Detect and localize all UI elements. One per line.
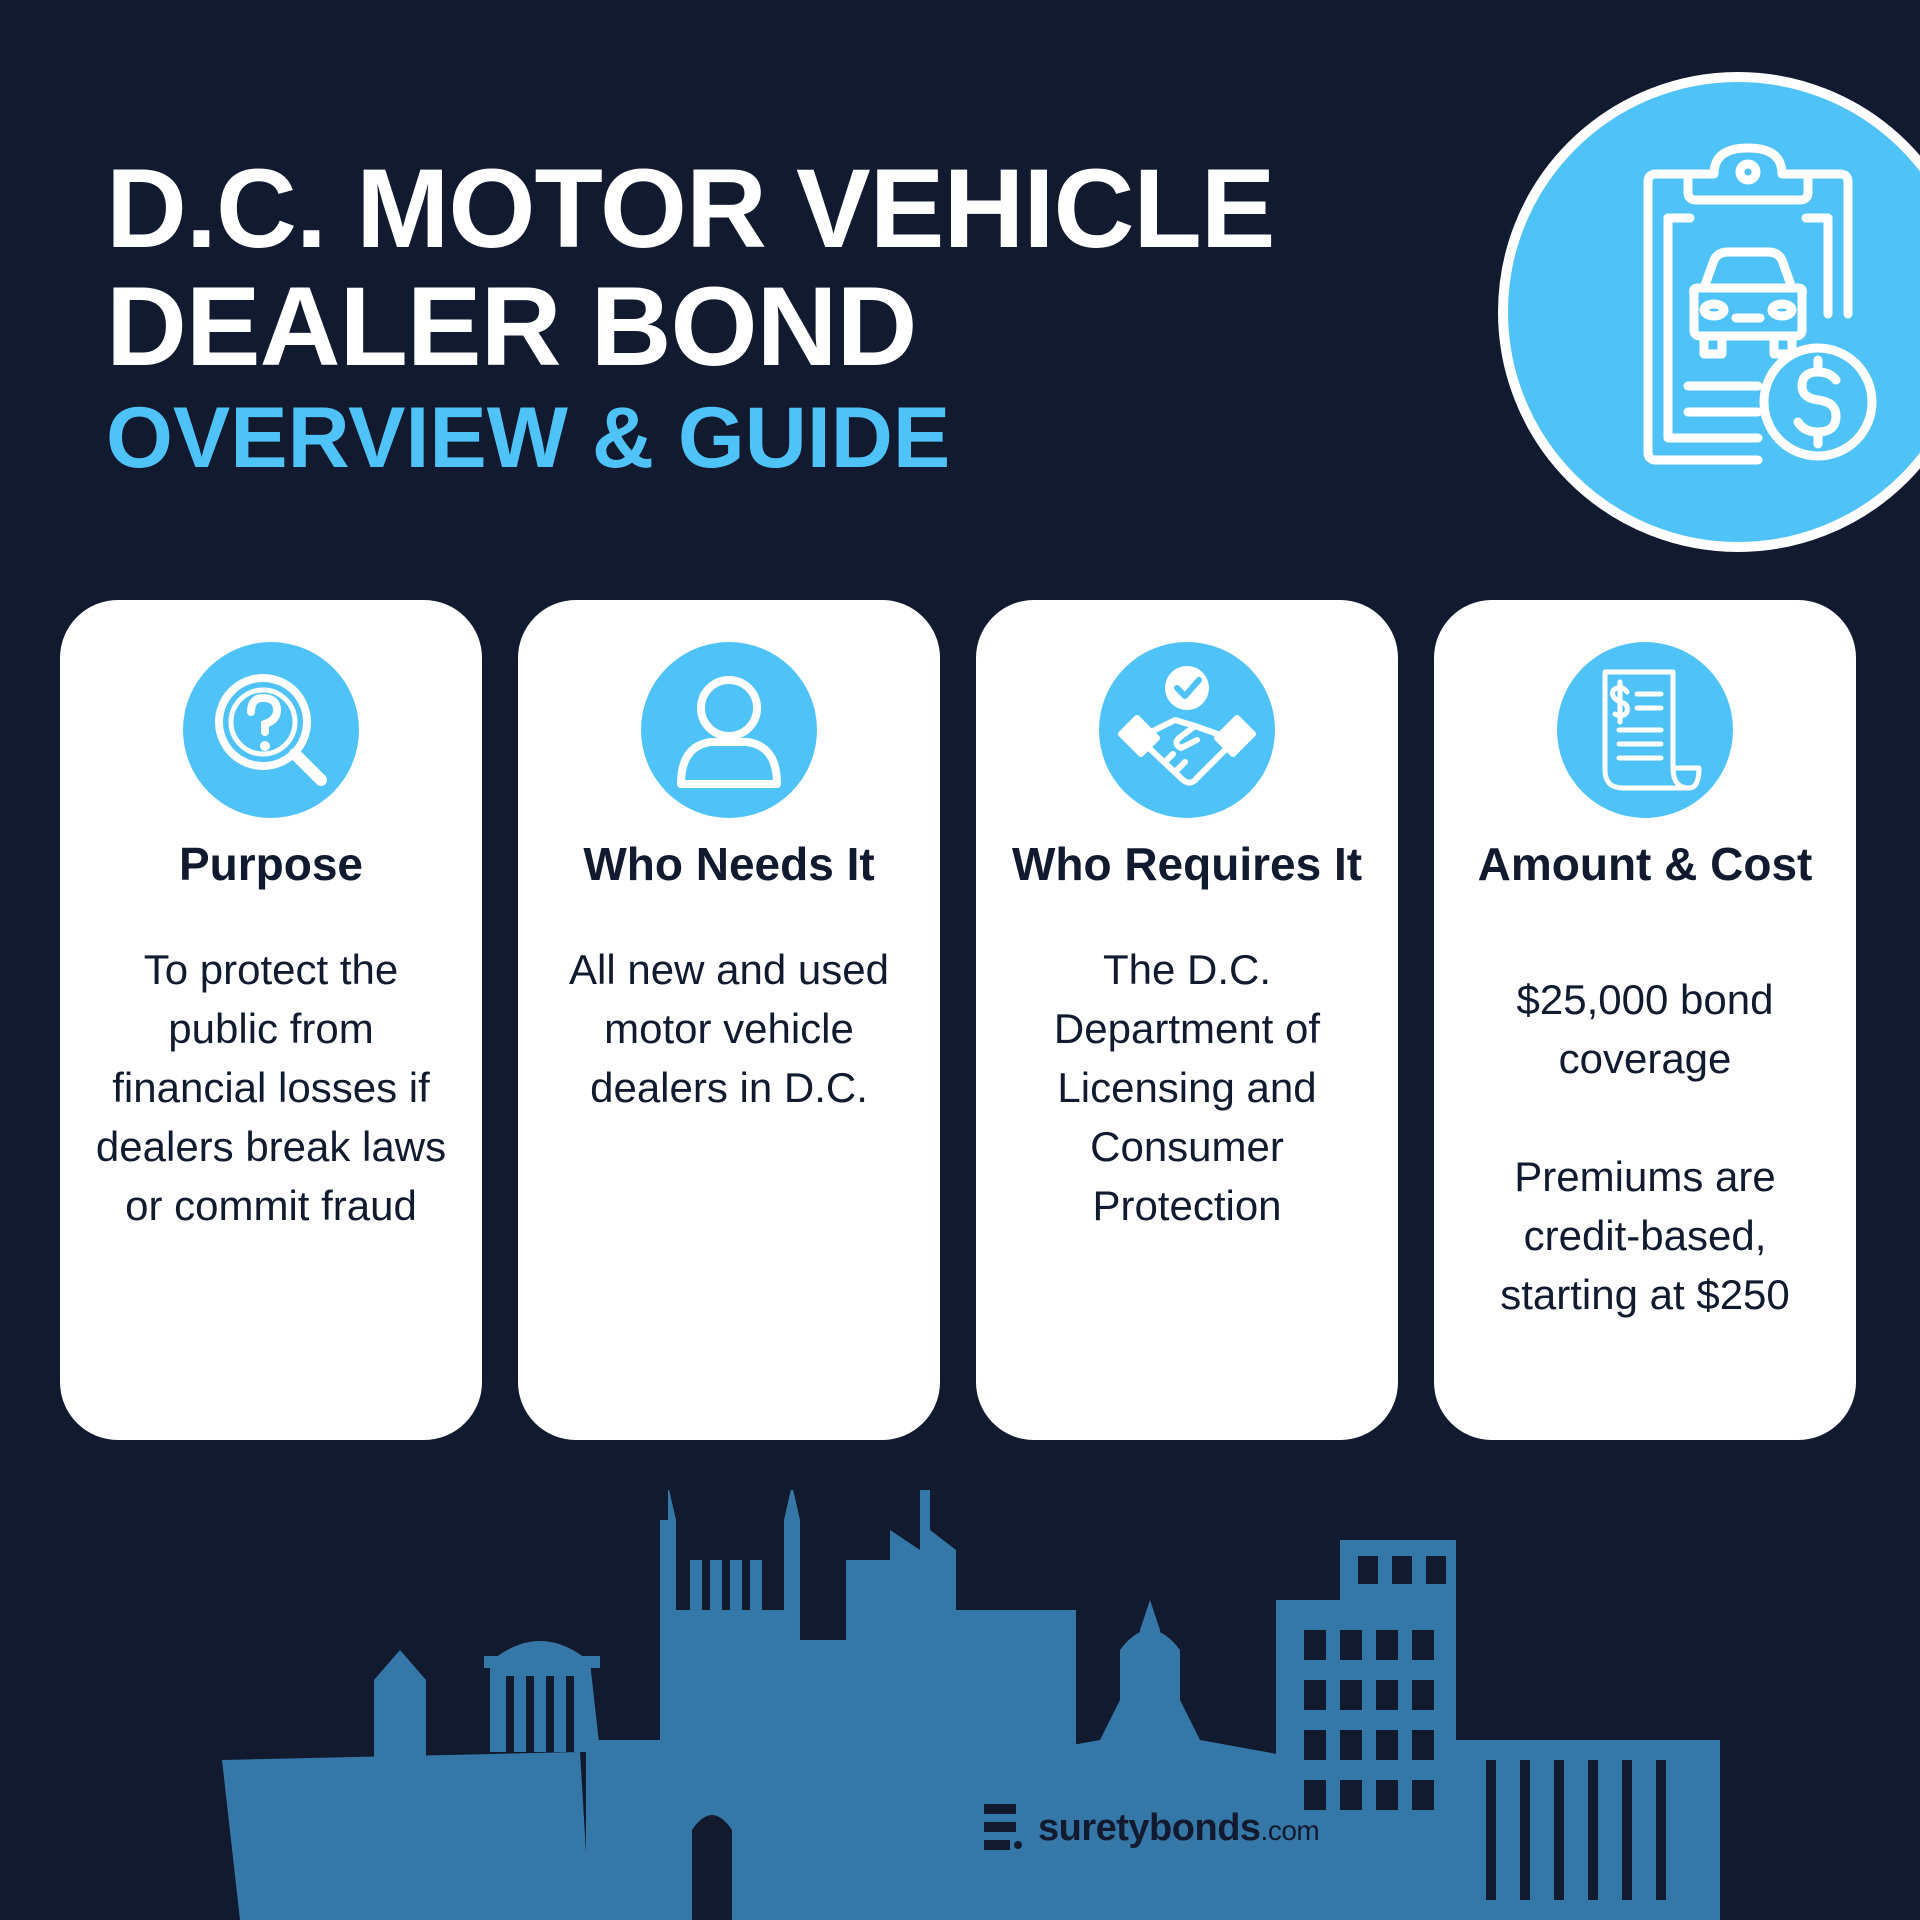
card-text-line: dealers in D.C. <box>590 1064 868 1111</box>
card-text-line: credit-based, <box>1523 1212 1767 1259</box>
card-text-line: coverage <box>1558 1035 1732 1082</box>
card-title: Purpose <box>178 838 364 890</box>
hero-badge <box>1498 72 1920 552</box>
clipboard-car-dollar-icon <box>1643 143 1877 465</box>
page-subtitle: OVERVIEW & GUIDE <box>106 390 951 486</box>
card-icon-badge <box>641 642 817 818</box>
card-text-line: dealers break laws <box>95 1123 447 1170</box>
card-text-line: financial losses if <box>112 1064 430 1111</box>
paragraph-gap <box>1446 1088 1844 1147</box>
card-text-line: To protect the <box>143 946 399 993</box>
brand-text: suretybonds <box>1038 1806 1261 1849</box>
page-title-line-2: DEALER BOND <box>106 264 917 389</box>
card-text-line: Premiums are <box>1514 1153 1776 1200</box>
card-description: To protect the public from financial los… <box>72 940 470 1235</box>
card-text-line: or commit fraud <box>125 1182 417 1229</box>
card-text-line: All new and used <box>569 946 889 993</box>
card-text-line: starting at $250 <box>1500 1271 1790 1318</box>
suretybonds-logo: suretybonds.com <box>976 1800 1320 1856</box>
magnifier-question-icon <box>215 674 327 786</box>
receipt-dollar-icon <box>1602 669 1702 791</box>
brand-name: suretybonds.com <box>1038 1806 1320 1850</box>
card-description: The D.C. Department of Licensing and Con… <box>988 940 1386 1235</box>
card-text-line: Consumer <box>1090 1123 1284 1170</box>
card-title: Who Needs It <box>583 838 875 890</box>
card-amount-cost: Amount & Cost $25,000 bond coverage Prem… <box>1434 600 1856 1440</box>
card-text-line: Protection <box>1092 1182 1282 1229</box>
card-who-requires-it: Who Requires It The D.C. Department of L… <box>976 600 1398 1440</box>
card-who-needs-it: Who Needs It All new and used motor vehi… <box>518 600 940 1440</box>
person-icon <box>677 676 781 788</box>
card-description: $25,000 bond coverage Premiums are credi… <box>1446 970 1844 1324</box>
card-text-line: Licensing and <box>1057 1064 1317 1111</box>
card-purpose: Purpose To protect the public from finan… <box>60 600 482 1440</box>
card-title: Who Requires It <box>1011 838 1363 890</box>
card-text-line: Department of <box>1053 1005 1321 1052</box>
card-text-line: $25,000 bond <box>1516 976 1774 1023</box>
card-description: All new and used motor vehicle dealers i… <box>530 940 928 1117</box>
suretybonds-logo-icon <box>984 1804 1022 1850</box>
card-text-line: The D.C. <box>1102 946 1272 993</box>
handshake-check-icon <box>1118 666 1256 786</box>
card-icon-badge <box>1557 642 1733 818</box>
dc-skyline-icon <box>222 1490 1720 1920</box>
card-text-line: public from <box>168 1005 374 1052</box>
brand-suffix: .com <box>1260 1814 1320 1846</box>
card-icon-badge <box>183 642 359 818</box>
card-text-line: motor vehicle <box>604 1005 854 1052</box>
page-title-line-1: D.C. MOTOR VEHICLE <box>106 146 1275 271</box>
title-block: D.C. MOTOR VEHICLE DEALER BOND OVERVIEW … <box>106 146 1275 487</box>
card-title: Amount & Cost <box>1477 838 1813 890</box>
card-icon-badge <box>1099 642 1275 818</box>
